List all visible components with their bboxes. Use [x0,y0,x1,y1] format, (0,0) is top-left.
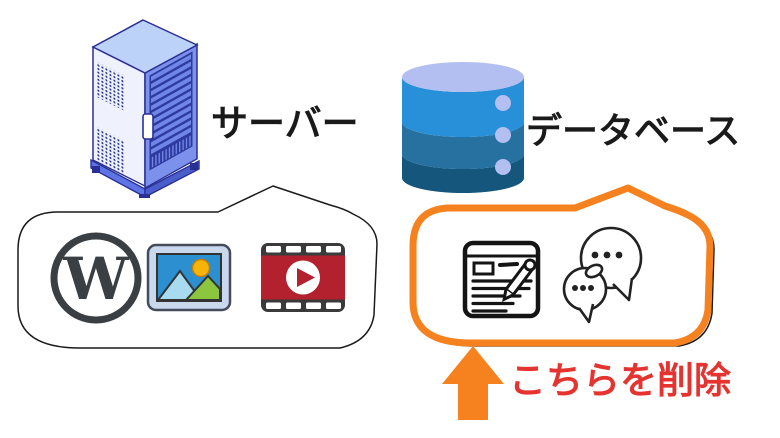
doc-image-placeholder [472,261,495,276]
chat-tail-small [577,303,595,324]
server-bubble: W [17,185,378,349]
blog-post-edit-icon [462,240,541,319]
database-band-middle [402,122,524,169]
up-arrow-icon [442,346,504,420]
database-cylinder-icon [402,62,524,193]
database-band-top [402,77,524,137]
doc-text-lines [471,279,533,313]
database-top-ellipse [402,62,524,92]
wordpress-letter: W [62,245,129,313]
chat-tail-large [612,277,634,302]
chat-loop [584,263,604,279]
server-left-face [92,45,146,188]
database-dot [495,127,511,143]
server-door-handle [142,113,154,140]
server-label: サーバー [211,103,359,144]
delete-note-label: こちらを削除 [509,360,731,401]
comments-icon [562,226,643,324]
image-sun [191,258,211,278]
database-bubble [409,184,715,347]
database-bubble-highlight [409,184,714,347]
video-sprocket-holes [266,246,341,309]
server-base [90,158,200,198]
server-rack-icon [90,19,200,198]
database-dot [495,95,511,111]
database-label: データベース [526,110,741,151]
server-vent-top [97,62,125,112]
up-arrow-shape [442,346,504,420]
image-mountain-right [183,274,221,301]
server-top-face [91,19,199,74]
wordpress-icon: W [50,232,142,324]
server-vent-bottom [97,127,125,177]
database-band-bottom [402,154,524,193]
server-grille [151,135,191,169]
image-icon [146,243,232,312]
chat-dots [572,251,623,291]
video-icon [261,243,345,312]
play-icon [297,268,315,287]
database-dot [495,159,511,175]
pencil-icon [502,258,537,303]
server-slats [151,54,191,155]
image-mountain-left [155,269,203,301]
